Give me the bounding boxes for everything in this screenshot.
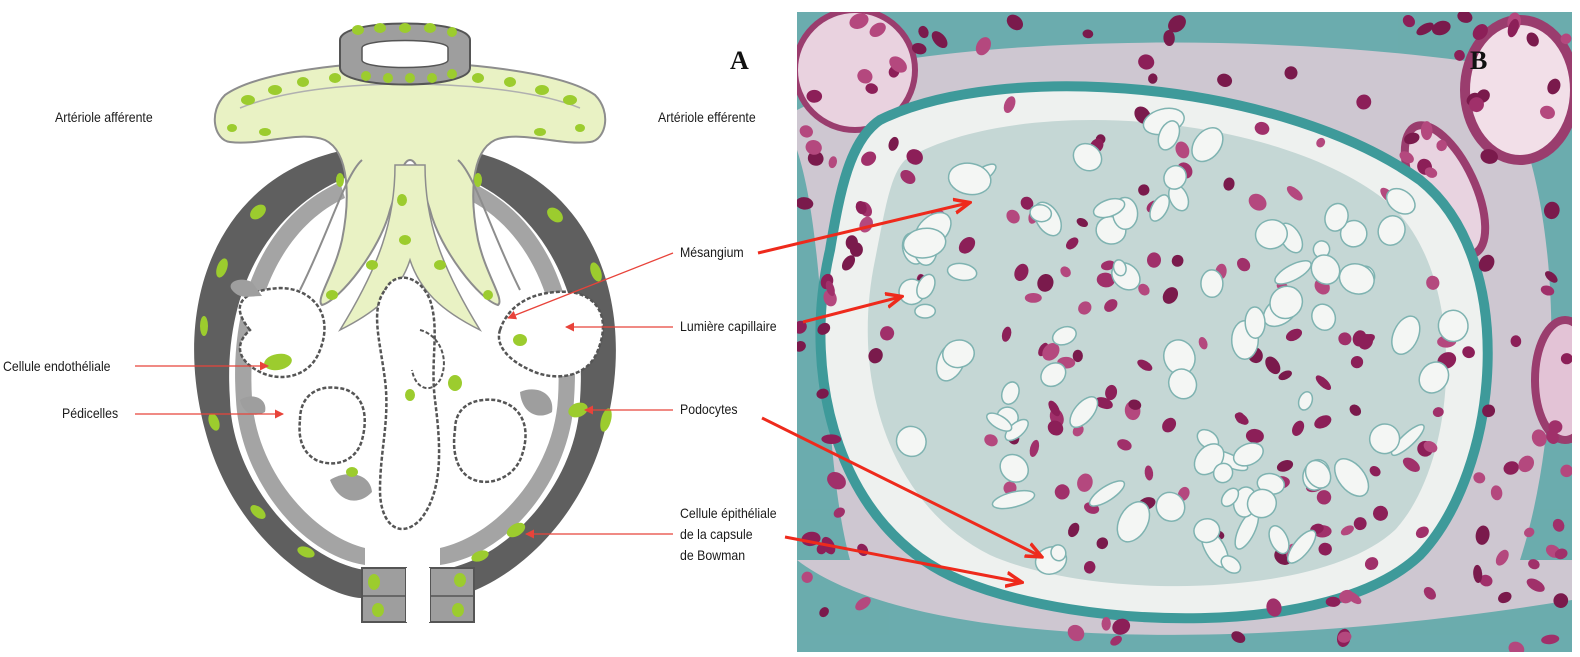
label-capsule-line2: de la capsule bbox=[680, 526, 753, 543]
proximal-tubule bbox=[362, 568, 474, 622]
photo-lumen bbox=[1245, 307, 1266, 339]
label-mesangium: Mésangium bbox=[680, 244, 744, 261]
photo-nucleus bbox=[1025, 293, 1042, 303]
panel-a-letter: A bbox=[730, 46, 749, 76]
label-arteriole-efferente: Artériole efférente bbox=[658, 109, 756, 126]
label-capsule-line3: de Bowman bbox=[680, 547, 745, 564]
photo-nucleus bbox=[1102, 617, 1111, 631]
label-podocytes: Podocytes bbox=[680, 401, 738, 418]
panel-b-letter: B bbox=[1470, 46, 1487, 76]
macula-densa bbox=[340, 23, 470, 85]
label-arteriole-afferente: Artériole afférente bbox=[55, 109, 153, 126]
photo-lumen bbox=[1201, 270, 1223, 298]
label-cellule-endotheliale: Cellule endothéliale bbox=[3, 358, 111, 375]
label-lumiere-capillaire: Lumière capillaire bbox=[680, 318, 777, 335]
photo-lumen bbox=[915, 304, 936, 318]
label-capsule-line1: Cellule épithéliale bbox=[680, 505, 777, 522]
label-pedicelles: Pédicelles bbox=[62, 405, 118, 422]
photo-nucleus bbox=[1073, 350, 1083, 362]
